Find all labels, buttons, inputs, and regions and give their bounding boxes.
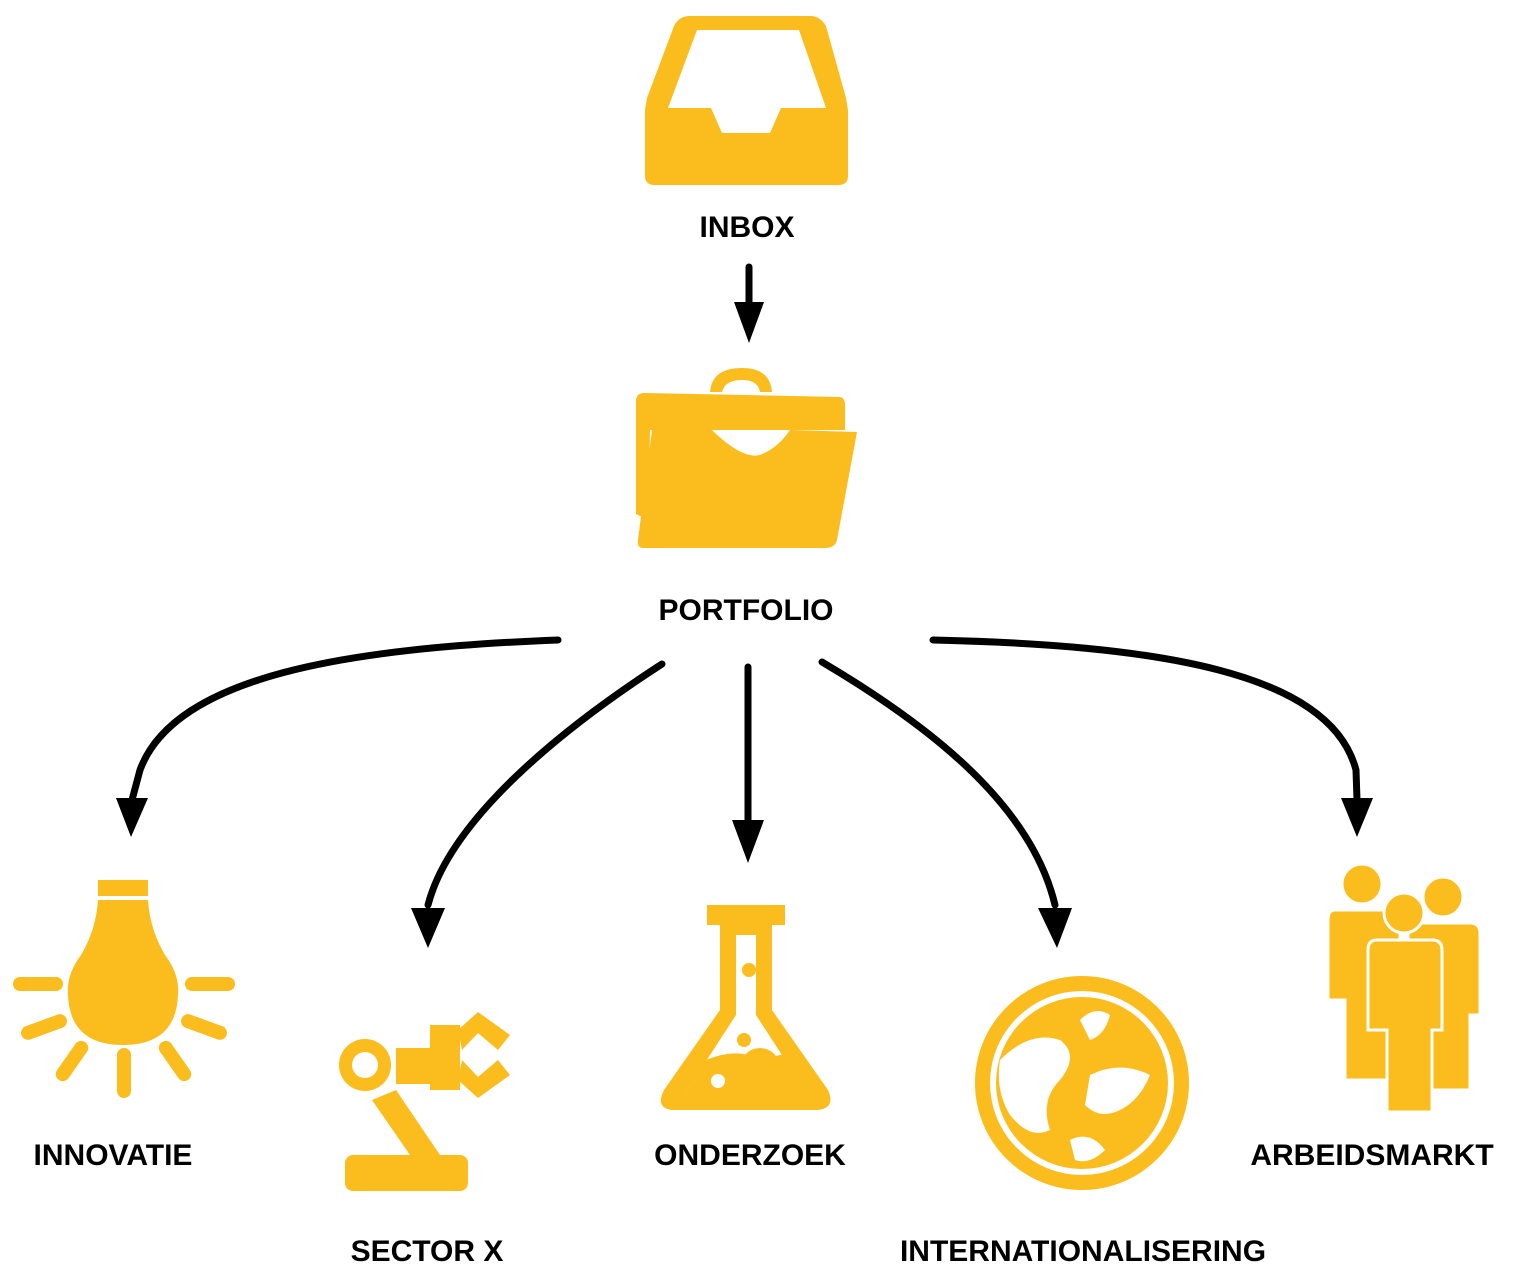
globe-icon — [975, 976, 1189, 1190]
lightbulb-icon — [13, 880, 235, 1098]
arrow-portfolio-arbeid — [929, 636, 1373, 837]
arrow-inbox-portfolio — [734, 263, 764, 343]
internationalisering-label: INTERNATIONALISERING — [899, 1235, 1267, 1268]
onderzoek-label: ONDERZOEK — [654, 1139, 846, 1172]
portfolio-label: PORTFOLIO — [658, 594, 834, 627]
arrows — [116, 263, 1373, 948]
briefcase-folder-icon — [636, 368, 857, 548]
robot-arm-icon — [339, 1012, 510, 1191]
people-group-icon — [1326, 862, 1482, 1114]
inbox-tray-icon — [645, 16, 848, 185]
arbeidsmarkt-label: ARBEIDSMARKT — [1250, 1139, 1494, 1172]
sector-label: SECTOR X — [350, 1235, 504, 1268]
flask-icon — [660, 905, 831, 1110]
arrow-portfolio-sector — [411, 660, 666, 948]
arrow-portfolio-intl — [818, 658, 1072, 948]
arrow-portfolio-onderzoek — [732, 663, 764, 863]
arrow-portfolio-innovatie — [116, 636, 562, 837]
innovatie-label: INNOVATIE — [33, 1139, 193, 1172]
inbox-label: INBOX — [699, 211, 795, 244]
